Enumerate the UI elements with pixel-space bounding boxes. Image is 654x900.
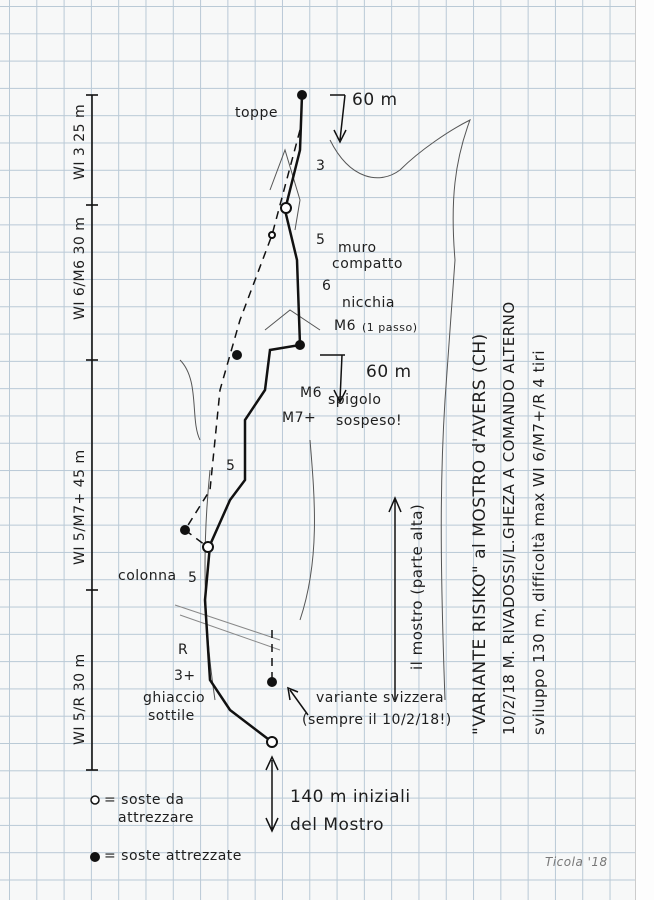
label-nicchia: nicchia — [342, 295, 395, 311]
label-mostro: il mostro (parte alta) — [408, 503, 426, 670]
grade-label: R — [178, 642, 189, 658]
belay-equipped — [180, 525, 190, 535]
legend-open-label-2: attrezzare — [118, 810, 194, 826]
belay-open — [280, 202, 292, 214]
pitch-label: WI 5/M7+ 45 m — [72, 449, 88, 565]
grade-label: 3 — [316, 158, 326, 174]
main-route-line — [203, 94, 304, 743]
label-iniziali: 140 m iniziali — [290, 787, 411, 807]
label-muro: muro — [338, 240, 377, 256]
belay-open — [202, 541, 214, 553]
label-sottile: sottile — [148, 708, 195, 724]
belay-open — [268, 231, 276, 239]
belay-equipped — [295, 340, 305, 350]
legend-open-label: = soste da — [104, 792, 185, 808]
label-variante-svizzera: variante svizzera — [316, 690, 445, 706]
grade-label: 5 — [188, 570, 198, 586]
grade-label: 6 — [322, 278, 332, 294]
label-passo: (1 passo) — [362, 321, 418, 334]
label-toppe: toppe — [235, 105, 278, 121]
paper-edge — [635, 0, 654, 900]
belay-equipped — [232, 350, 242, 360]
label-rappel-60m-2: 60 m — [366, 362, 412, 382]
ice-formation-sketch — [174, 118, 471, 701]
label-del-mostro: del Mostro — [290, 815, 384, 835]
label-sospeso: sospeso! — [336, 413, 403, 429]
pitch-label: WI 3 25 m — [72, 103, 88, 180]
label-compatto: compatto — [332, 256, 403, 272]
legend-filled-symbol — [90, 852, 100, 862]
route-title: "VARIANTE RISIKO" al MOSTRO d'AVERS (CH) — [470, 333, 490, 735]
grade-label: 5 — [226, 458, 236, 474]
grade-label: M6 — [334, 318, 356, 334]
pitch-scale — [86, 94, 98, 771]
route-authors: 10/2/18 M. RIVADOSSI/L.GHEZA A COMANDO A… — [500, 301, 518, 735]
belay-equipped — [297, 90, 307, 100]
grade-label: 5 — [316, 232, 326, 248]
grade-label: M7+ — [282, 410, 317, 426]
legend-open-symbol — [90, 795, 100, 805]
rappel-arrows — [265, 94, 402, 833]
grade-label: 3+ — [174, 668, 196, 684]
label-colonna: colonna — [118, 568, 177, 584]
legend-filled-label: = soste attrezzate — [104, 848, 242, 864]
grade-label: M6 — [300, 385, 322, 401]
label-spigolo: spigolo — [328, 392, 382, 408]
pitch-label: WI 6/M6 30 m — [72, 216, 88, 320]
belay-equipped — [267, 677, 277, 687]
pitch-label: WI 5/R 30 m — [72, 653, 88, 745]
label-rappel-60m: 60 m — [352, 90, 398, 110]
label-ghiaccio: ghiaccio — [143, 690, 206, 706]
belay-stations — [90, 90, 307, 862]
signature: Ticola '18 — [545, 855, 608, 869]
label-variante-date: (sempre il 10/2/18!) — [302, 712, 452, 728]
variant-route-line — [183, 129, 301, 680]
belay-open — [266, 736, 278, 748]
route-summary: sviluppo 130 m, difficoltà max WI 6/M7+/… — [530, 350, 548, 735]
